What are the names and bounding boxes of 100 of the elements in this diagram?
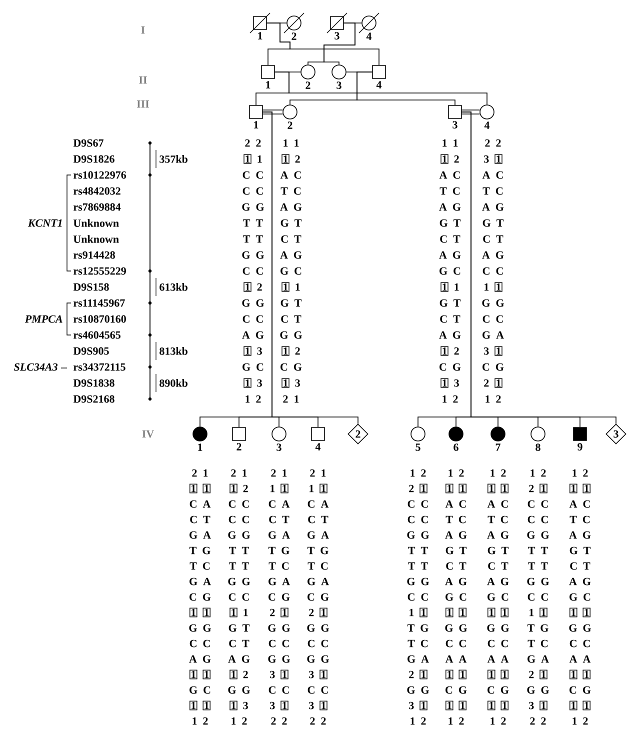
allele-pair: T T xyxy=(528,562,548,570)
allele-pair: 2 1 xyxy=(271,469,287,477)
allele-pair: G G xyxy=(228,578,250,586)
allele-pair: A G xyxy=(439,251,461,259)
allele-pair: 1 2 xyxy=(442,395,458,403)
allele-pair: 3 1 xyxy=(309,670,328,680)
marker-name: D9S2168 xyxy=(73,395,114,403)
allele-pair: G G xyxy=(482,299,504,307)
allele-pair: G C xyxy=(488,593,508,601)
allele-pair: T G xyxy=(189,546,210,554)
marker-name: rs11145967 xyxy=(74,299,125,307)
allele-pair: G G xyxy=(228,686,250,694)
allele-pair: 2 2 xyxy=(530,717,546,725)
allele-pair: A G xyxy=(487,531,509,539)
allele-pair: C G xyxy=(488,686,509,694)
allele-pair: T C xyxy=(482,187,503,195)
allele-pair: 2 1 xyxy=(192,469,208,477)
allele-pair: C C xyxy=(408,593,428,601)
allele-pair: G G xyxy=(242,203,264,211)
allele-pair: C A xyxy=(268,500,290,508)
allele-pair: C G xyxy=(570,686,591,694)
allele-pair: C C xyxy=(268,640,289,648)
allele-pair: A G xyxy=(487,578,509,586)
allele-pair: 1 1 xyxy=(310,484,328,494)
allele-pair: 1 2 xyxy=(440,154,459,164)
allele-pair: G G xyxy=(307,624,329,632)
allele-pair: G A xyxy=(308,531,329,539)
allele-pair: 3 1 xyxy=(484,346,503,356)
allele-pair: C T xyxy=(440,235,460,243)
allele-pair: 1 1 xyxy=(410,608,428,618)
allele-pair: G T xyxy=(280,219,302,227)
allele-pair: G G xyxy=(445,624,467,632)
allele-pair: A G xyxy=(189,655,211,663)
allele-pair: G G xyxy=(228,531,250,539)
allele-pair: G G xyxy=(407,686,429,694)
allele-pair: G C xyxy=(570,593,590,601)
allele-pair: 1 2 xyxy=(530,469,546,477)
allele-pair: T G xyxy=(527,624,548,632)
marker-name: D9S67 xyxy=(73,139,104,147)
generation-label: III xyxy=(136,100,150,108)
allele-pair: G G xyxy=(527,531,549,539)
allele-pair: C C xyxy=(570,640,590,648)
allele-pair: A C xyxy=(280,171,301,179)
allele-pair: C G xyxy=(482,363,504,371)
allele-pair: 2 2 xyxy=(271,717,287,725)
allele-pair: 3 1 xyxy=(484,154,503,164)
allele-pair: G T xyxy=(570,546,591,554)
allele-pair: 1 1 xyxy=(189,700,211,710)
allele-pair: C C xyxy=(482,267,503,275)
allele-pair: C C xyxy=(228,593,249,601)
allele-pair: A G xyxy=(439,331,461,339)
allele-pair: T C xyxy=(190,562,210,570)
allele-pair: T C xyxy=(280,187,301,195)
distance-label: 613kb xyxy=(156,278,188,296)
allele-pair: A G xyxy=(242,331,264,339)
generation-label: II xyxy=(139,76,147,84)
allele-pair: 1 3 xyxy=(243,346,262,356)
allele-pair: C T xyxy=(229,640,250,648)
allele-pair: G G xyxy=(189,624,211,632)
allele-pair: 1 1 xyxy=(569,608,591,618)
allele-pair: 1 2 xyxy=(229,484,248,494)
allele-pair: C C xyxy=(228,516,249,524)
allele-pair: 2 1 xyxy=(310,469,326,477)
allele-pair: C C xyxy=(528,500,548,508)
distance-label: 890kb xyxy=(156,374,188,392)
allele-pair: T C xyxy=(440,187,460,195)
distance-label: 813kb xyxy=(156,342,188,360)
allele-pair: 1 1 xyxy=(270,484,289,494)
allele-pair: 1 1 xyxy=(445,700,467,710)
allele-pair: 2 1 xyxy=(309,608,328,618)
allele-pair: G G xyxy=(527,578,549,586)
allele-pair: T C xyxy=(488,516,508,524)
allele-pair: T T xyxy=(243,219,263,227)
allele-pair: 1 3 xyxy=(243,378,262,388)
allele-pair: C A xyxy=(190,500,211,508)
allele-pair: 3 1 xyxy=(529,700,548,710)
allele-pair: 1 1 xyxy=(281,282,300,292)
allele-pair: T C xyxy=(268,562,289,570)
allele-pair: G G xyxy=(407,578,429,586)
allele-pair: A G xyxy=(569,578,591,586)
allele-pair: 1 1 xyxy=(229,608,248,618)
allele-pair: T T xyxy=(528,546,548,554)
allele-pair: C G xyxy=(268,593,290,601)
allele-pair: A G xyxy=(280,203,302,211)
allele-pair: G G xyxy=(242,251,264,259)
allele-pair: C T xyxy=(190,516,210,524)
allele-pair: 1 2 xyxy=(192,717,208,725)
allele-pair: 1 1 xyxy=(487,670,509,680)
allele-pair: 2 1 xyxy=(409,670,428,680)
allele-pair: T G xyxy=(268,546,290,554)
marker-name: rs12555229 xyxy=(74,267,126,275)
allele-pair: C G xyxy=(190,593,211,601)
allele-pair: A G xyxy=(280,251,302,259)
allele-pair: A G xyxy=(482,251,504,259)
allele-pair: 1 1 xyxy=(445,608,467,618)
gene-label: KCNT1 xyxy=(28,219,62,227)
allele-pair: 1 1 xyxy=(442,139,458,147)
allele-pair: T T xyxy=(229,562,249,570)
allele-pair: 2 2 xyxy=(310,717,326,725)
allele-pair: G T xyxy=(440,299,461,307)
